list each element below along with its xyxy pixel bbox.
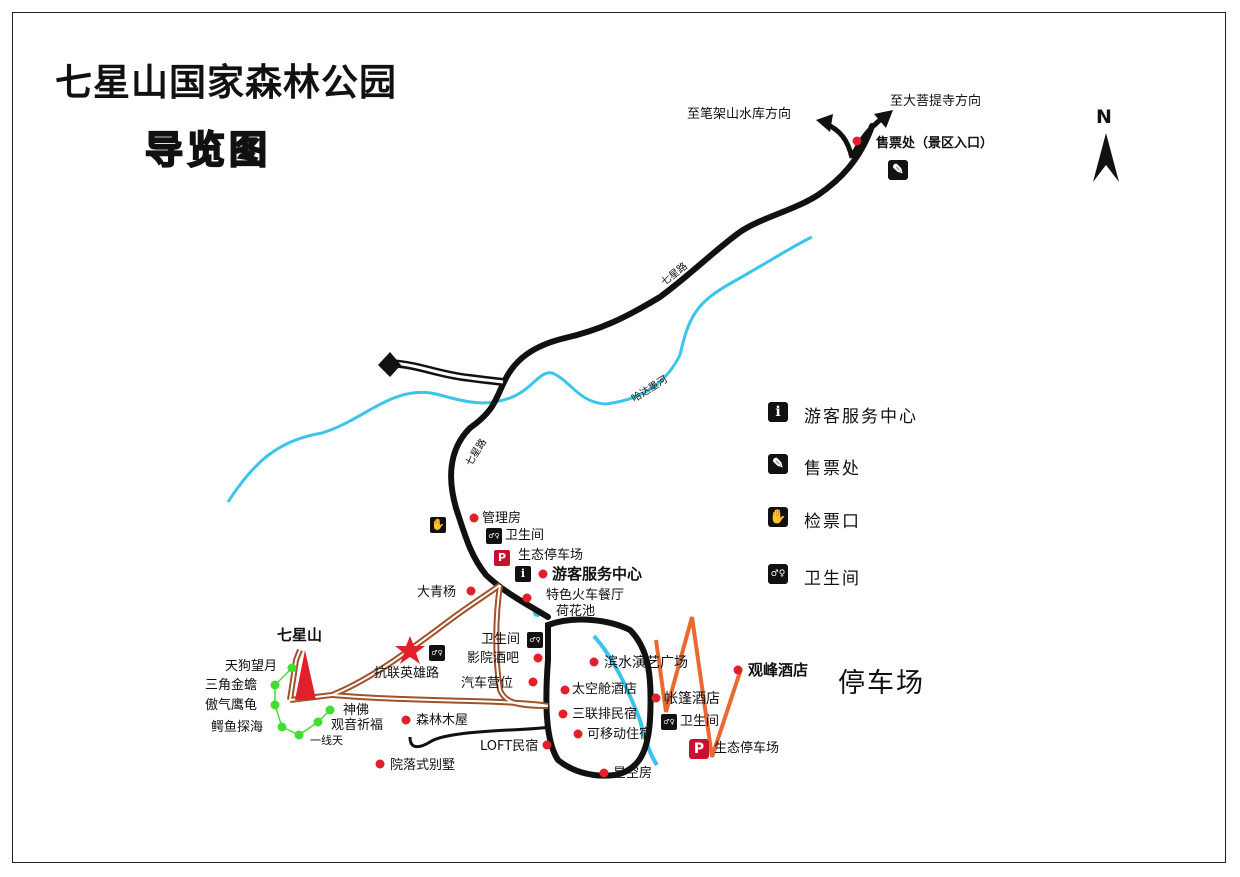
map-subtitle: 导览图 xyxy=(144,127,272,173)
place-yuanluo: 院落式别墅 xyxy=(390,758,456,773)
loop-road xyxy=(543,616,654,779)
place-guanlifang: 管理房 xyxy=(482,511,522,526)
north-label: N xyxy=(1096,106,1112,128)
legend-label-restroom: 卫生间 xyxy=(804,569,861,589)
place-parking-2: 生态停车场 xyxy=(714,741,780,756)
hero-trail-inner xyxy=(289,584,549,707)
legend-info-icon: i xyxy=(768,402,788,422)
legend-label-visitor-center: 游客服务中心 xyxy=(804,407,918,427)
direction-bijiashan: 至笔架山水库方向 xyxy=(687,107,792,122)
parking-zigzag xyxy=(654,616,742,758)
legend-ticket-check-icon: ✋ xyxy=(768,507,788,527)
place-tiangou: 天狗望月 xyxy=(225,659,278,674)
place-restroom-1: 卫生间 xyxy=(505,528,545,543)
parking-icon-1: P xyxy=(494,550,510,566)
ticket-check-icon: ✋ xyxy=(430,517,446,533)
legend-label-ticket-office: 售票处 xyxy=(804,459,861,479)
place-binshui: 滨水演艺广场 xyxy=(604,655,688,671)
place-space-hotel: 太空舱酒店 xyxy=(572,682,638,697)
north-arrow xyxy=(1093,133,1119,182)
restroom-icon-1: ♂♀ xyxy=(486,528,502,544)
place-daqingyang: 大青杨 xyxy=(417,585,457,600)
ticket-office-entrance: 售票处（景区入口） xyxy=(876,136,994,151)
poi-red-dots xyxy=(375,136,862,778)
side-road-end xyxy=(378,352,401,377)
place-parking-1: 生态停车场 xyxy=(518,548,584,563)
place-restroom-3: 卫生间 xyxy=(680,714,720,729)
arrow-left-head xyxy=(816,114,833,132)
restroom-icon-hero: ♂♀ xyxy=(429,645,445,661)
place-lotus-pond: 荷花池 xyxy=(556,604,596,619)
place-visitor-center: 游客服务中心 xyxy=(552,565,643,583)
place-aoqi: 傲气鹰龟 xyxy=(205,698,258,713)
place-restroom-2: 卫生间 xyxy=(481,632,521,647)
direction-dapu: 至大菩提寺方向 xyxy=(890,94,982,109)
place-camp: 汽车营位 xyxy=(461,676,514,691)
place-guanyin: 观音祈福 xyxy=(331,718,384,733)
place-star-room: 星空房 xyxy=(613,766,653,781)
ticket-office-icon: ✎ xyxy=(888,160,908,180)
map-frame xyxy=(12,12,1226,863)
place-mobile: 可移动住宿 xyxy=(587,727,653,742)
place-hero-road: 抗联英雄路 xyxy=(374,666,440,681)
place-cinema-bar: 影院酒吧 xyxy=(467,651,520,666)
side-road-inner xyxy=(391,361,504,384)
place-sanjiao: 三角金蟾 xyxy=(205,678,258,693)
qixing-mountain-peak xyxy=(295,650,316,700)
legend-ticket-office-icon: ✎ xyxy=(768,454,788,474)
info-icon: i xyxy=(515,566,531,582)
legend-label-ticket-check: 检票口 xyxy=(804,512,861,532)
place-shenfo: 神佛 xyxy=(343,703,370,718)
map-title: 七星山国家森林公园 xyxy=(55,61,397,104)
place-sanlian: 三联排民宿 xyxy=(572,707,638,722)
arrow-right-head xyxy=(874,110,893,128)
place-train-restaurant: 特色火车餐厅 xyxy=(546,588,625,603)
legend-restroom-icon: ♂♀ xyxy=(768,564,788,584)
place-loft: LOFT民宿 xyxy=(480,739,539,754)
restroom-icon-3: ♂♀ xyxy=(661,714,677,730)
lower-branch xyxy=(408,725,551,749)
place-tent-hotel: 帐篷酒店 xyxy=(664,691,720,707)
place-senlin-muwu: 森林木屋 xyxy=(416,713,469,728)
parking-area-label: 停车场 xyxy=(838,668,925,699)
place-yixiantian: 一线天 xyxy=(310,734,343,747)
qixing-road xyxy=(448,123,875,620)
place-qixingshan: 七星山 xyxy=(277,626,323,644)
restroom-icon-2: ♂♀ xyxy=(527,632,543,648)
place-guanfeng-hotel: 观峰酒店 xyxy=(748,661,809,679)
river-lower xyxy=(592,634,659,767)
river-hadamo xyxy=(226,235,813,503)
poi-green-dots xyxy=(270,663,335,740)
parking-icon-2: P xyxy=(689,739,709,759)
hero-star xyxy=(395,636,425,664)
place-eyu: 鳄鱼探海 xyxy=(211,720,264,735)
